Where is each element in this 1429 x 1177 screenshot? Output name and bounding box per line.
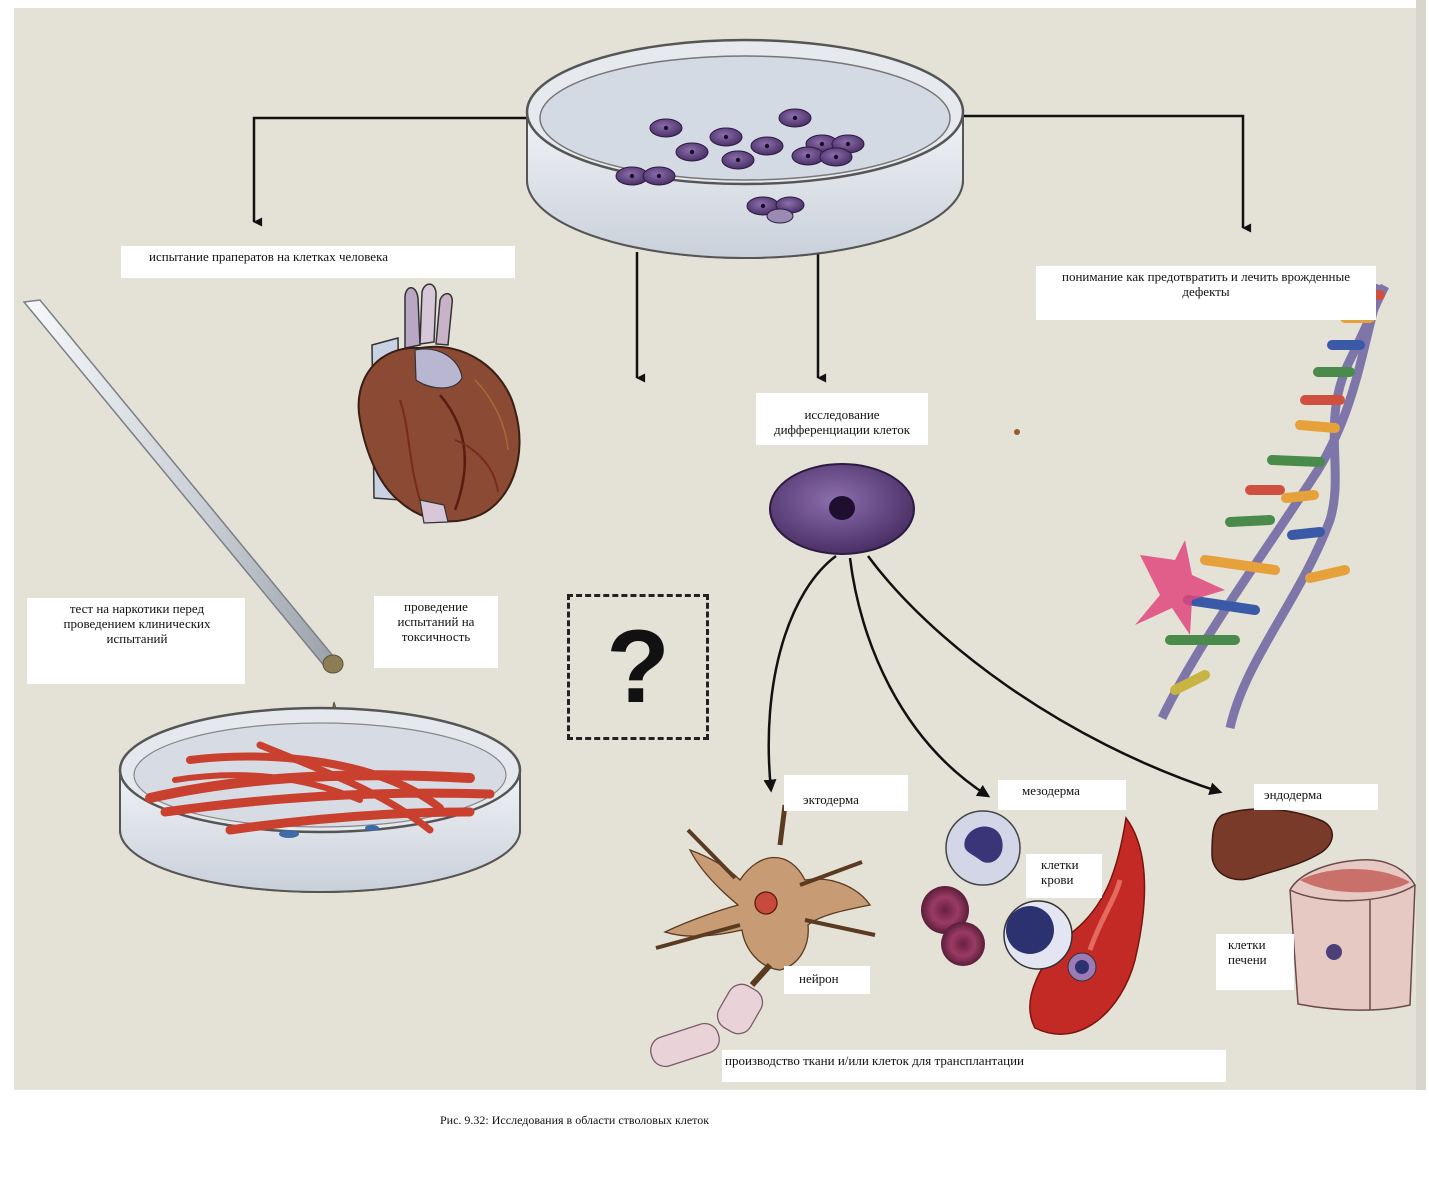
- label-differentiation: исследование дифференциации клеток: [756, 393, 928, 445]
- muscle-fibers: [145, 741, 495, 835]
- question-mark-box: ?: [567, 594, 709, 740]
- label-drug-testing: испытание праператов на клетках человека: [121, 246, 515, 278]
- label-endoderm: эндодерма: [1254, 784, 1378, 810]
- neuron-illustration: [650, 804, 876, 1068]
- arrow-to-birth-defects: [960, 114, 1252, 233]
- label-drug-test-before-trials: тест на наркотики перед проведением клин…: [27, 598, 245, 684]
- label-toxicity-testing: проведение испытаний на токсичность: [374, 596, 498, 668]
- muscle-petri-dish: [118, 706, 522, 893]
- arrow-to-drug-testing: [252, 116, 530, 227]
- heart-illustration: [357, 283, 521, 524]
- page-edge: [1416, 0, 1426, 1090]
- label-liver-cells: клетки печени: [1216, 934, 1294, 990]
- label-blood-cells: клетки крови: [1026, 854, 1102, 898]
- dna-illustration: [1135, 283, 1389, 729]
- label-transplant: производство ткани и/или клеток для тран…: [722, 1050, 1226, 1082]
- stem-cell-illustration: [769, 463, 915, 555]
- label-neuron: нейрон: [784, 966, 870, 994]
- label-ectoderm: эктодерма: [784, 775, 908, 811]
- top-connectors: [252, 114, 1252, 383]
- figure-caption: Рис. 9.32: Исследования в области стволо…: [440, 1113, 710, 1127]
- arrow-to-ectoderm: [763, 554, 837, 793]
- liver-illustration: [1211, 808, 1416, 1011]
- dish-cells: [615, 108, 865, 224]
- top-petri-dish: [525, 38, 965, 259]
- blood-cells-illustration: [921, 810, 1146, 1035]
- arrow-to-endoderm: [866, 555, 1223, 795]
- label-birth-defects: понимание как предотвратить и лечить вро…: [1036, 266, 1376, 320]
- ink-dot: [1014, 429, 1020, 435]
- arrow-to-mesoderm: [848, 557, 991, 798]
- label-mesoderm: мезодерма: [998, 780, 1126, 810]
- differentiation-arrows: [763, 554, 1223, 798]
